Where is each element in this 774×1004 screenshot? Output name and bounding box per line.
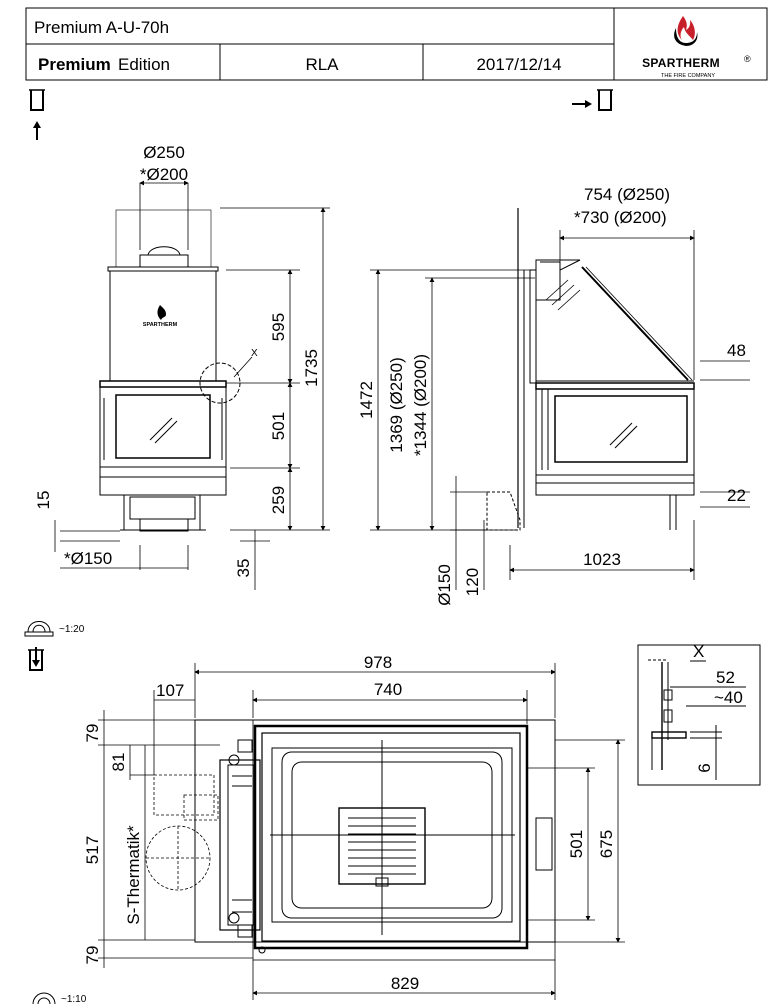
front-dim-base: 259: [269, 486, 288, 514]
side-dim-48: 48: [727, 341, 746, 360]
plan-width-bottom: 829: [391, 974, 419, 993]
plan-view-drawing: [194, 719, 556, 961]
scale-upper-icon: [24, 621, 54, 637]
plan-thermatik-outline: [145, 774, 219, 891]
front-detail-mark: X: [251, 348, 258, 359]
front-view-drawing: [99, 209, 241, 532]
front-dim-total: 1735: [302, 349, 321, 387]
front-logo-flame-icon: [157, 305, 166, 320]
front-dim-glass: 501: [269, 412, 288, 440]
detail-dim-40: ~40: [714, 688, 743, 707]
scale-lower-text: ~1:10: [61, 994, 87, 1004]
edition-bold: Premium: [38, 55, 111, 74]
side-depth-top-alt: *730 (Ø200): [574, 208, 667, 227]
scale-lower-icon: [32, 992, 56, 1004]
plan-dim-79-bottom: 79: [83, 946, 102, 965]
variant-code: RLA: [305, 55, 339, 74]
front-dim-foot: 15: [34, 491, 53, 510]
brand-name: SPARTHERM: [642, 56, 720, 70]
top-view-icon: [28, 647, 44, 671]
plan-dim-501: 501: [567, 830, 586, 858]
detail-x-drawing: [637, 644, 761, 786]
plan-width-outer: 978: [364, 653, 392, 672]
side-dim-flue-alt: *1344 (Ø200): [411, 354, 430, 456]
detail-dim-52: 52: [716, 668, 735, 687]
model-name: Premium A-U-70h: [34, 18, 169, 37]
front-logo-text: SPARTHERM: [143, 322, 178, 328]
flue-diameter-alt: *Ø200: [140, 165, 188, 184]
side-dim-flue: 1369 (Ø250): [387, 357, 406, 452]
brand-registered: ®: [744, 54, 751, 64]
scale-upper-text: ~1:20: [59, 624, 85, 635]
plan-dim-79-top: 79: [83, 724, 102, 743]
detail-dim-6: 6: [695, 763, 714, 772]
title-block: [25, 7, 768, 81]
front-air-diameter: *Ø150: [64, 549, 112, 568]
plan-width-inner: 740: [374, 680, 402, 699]
front-dim-bottom: 35: [234, 559, 253, 578]
flue-diameter: Ø250: [143, 143, 185, 162]
side-dim-120: 120: [463, 568, 482, 596]
front-dim-upper: 595: [269, 313, 288, 341]
detail-x-label: X: [693, 642, 704, 661]
side-air-diameter: Ø150: [435, 564, 454, 606]
plan-dim-107: 107: [156, 681, 184, 700]
side-view-drawing: [486, 208, 695, 531]
side-dim-22: 22: [727, 486, 746, 505]
spartherm-flame-icon: [674, 16, 698, 46]
plan-dimension-lines: [98, 663, 625, 1000]
front-view-icon: [29, 89, 45, 140]
side-dim-total: 1472: [357, 381, 376, 419]
side-depth: 1023: [583, 550, 621, 569]
plan-dim-517: 517: [83, 836, 102, 864]
brand-tagline: THE FIRE COMPANY: [661, 73, 715, 79]
drawing-date: 2017/12/14: [476, 55, 561, 74]
plan-dim-81: 81: [109, 753, 128, 772]
side-depth-top: 754 (Ø250): [584, 185, 670, 204]
plan-dim-675: 675: [597, 830, 616, 858]
side-dimension-lines: [370, 230, 750, 590]
side-view-icon: [572, 89, 613, 111]
edition-rest: Edition: [118, 55, 170, 74]
plan-thermatik-label: S-Thermatik*: [124, 825, 143, 925]
front-dimension-lines: [54, 180, 330, 590]
